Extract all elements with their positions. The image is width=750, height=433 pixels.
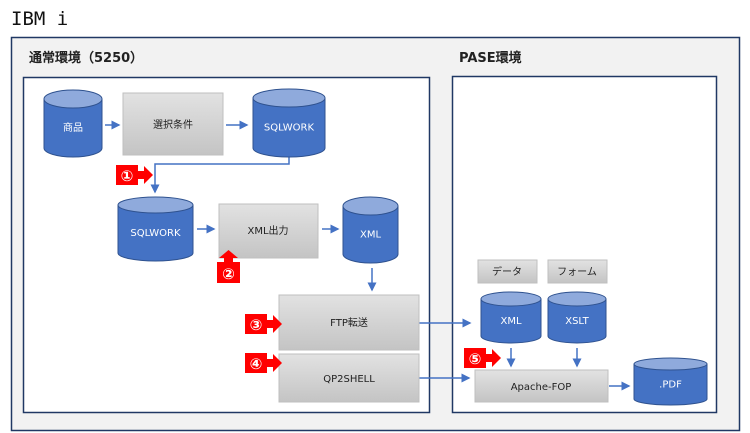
step-marker-label: ②	[222, 265, 235, 283]
step-marker-label: ⑤	[469, 350, 482, 368]
db-shohin-label: 商品	[63, 121, 83, 134]
db-xml-1-label: XML	[360, 230, 381, 241]
process-qp2shell-label: QP2SHELL	[323, 374, 375, 385]
db-sqlwork-2-label: SQLWORK	[130, 228, 181, 239]
step-marker-3: ③	[245, 314, 282, 334]
db-pdf-label: .PDF	[659, 380, 682, 391]
connectors	[105, 120, 631, 391]
step-marker-label: ③	[250, 316, 263, 334]
db-sqlwork-1[interactable]: SQLWORK	[252, 88, 326, 158]
arrow-right-icon	[267, 315, 282, 333]
db-xml-1-body	[342, 206, 399, 264]
db-pdf[interactable]: .PDF	[633, 357, 708, 406]
step-marker-1: ①	[116, 165, 153, 185]
db-sqlwork-1-body	[252, 98, 326, 158]
pase-env-label: PASE環境	[459, 50, 522, 66]
step-marker-label: ①	[121, 167, 134, 185]
process-select-condition[interactable]: 選択条件	[122, 92, 224, 156]
arrow-right-icon	[267, 354, 282, 372]
step-marker-2: ②	[217, 250, 240, 283]
process-ftp[interactable]: FTP転送	[278, 294, 420, 351]
label-data-text: データ	[492, 265, 522, 278]
page-title: IBM i	[11, 8, 68, 30]
step-marker-5: ⑤	[464, 348, 501, 368]
normal-env-label: 通常環境（5250）	[29, 50, 143, 66]
db-xml-2-top	[480, 291, 542, 307]
db-xml-2-label: XML	[500, 316, 521, 327]
step-marker-box	[245, 353, 267, 373]
label-box-form: フォーム	[547, 259, 608, 284]
process-qp2shell[interactable]: QP2SHELL	[278, 353, 420, 403]
arrow-up-icon	[219, 250, 238, 262]
step-marker-box	[464, 348, 486, 368]
arrow-sqlwork-to-sqlwork2	[150, 157, 290, 194]
step-marker-label: ④	[250, 355, 263, 373]
db-xml-2-body	[480, 299, 542, 344]
step-marker-4: ④	[245, 353, 282, 373]
db-sqlwork-1-label: SQLWORK	[264, 123, 315, 134]
step-marker-box	[217, 262, 240, 283]
step-marker-box	[245, 314, 267, 334]
db-xml-1-top	[342, 196, 399, 216]
process-ftp-label: FTP転送	[330, 316, 368, 329]
db-pdf-body	[633, 364, 708, 406]
db-sqlwork-1-top	[252, 88, 326, 108]
db-shohin[interactable]: 商品	[43, 89, 103, 158]
db-xslt-label: XSLT	[565, 316, 589, 327]
arrow-right-icon	[138, 166, 153, 184]
process-apache-fop[interactable]: Apache-FOP	[474, 369, 609, 403]
label-form-text: フォーム	[557, 266, 597, 278]
process-xml-output-label: XML出力	[247, 224, 288, 237]
db-xml-2[interactable]: XML	[480, 291, 542, 344]
db-sqlwork-2[interactable]: SQLWORK	[117, 196, 194, 262]
process-select-condition-label: 選択条件	[153, 118, 193, 131]
db-shohin-top	[43, 89, 103, 109]
arrow-right-icon	[486, 349, 501, 367]
process-apache-fop-label: Apache-FOP	[511, 382, 572, 393]
db-xslt[interactable]: XSLT	[547, 291, 607, 344]
label-box-data: データ	[477, 259, 538, 284]
db-xslt-top	[547, 291, 607, 307]
step-marker-box	[116, 165, 138, 185]
db-shohin-body	[43, 99, 103, 158]
db-xml-1[interactable]: XML	[342, 196, 399, 264]
process-xml-output[interactable]: XML出力	[218, 203, 319, 259]
db-sqlwork-2-body	[117, 205, 194, 262]
db-pdf-top	[633, 357, 708, 371]
db-xslt-body	[547, 299, 607, 344]
db-sqlwork-2-top	[117, 196, 194, 214]
